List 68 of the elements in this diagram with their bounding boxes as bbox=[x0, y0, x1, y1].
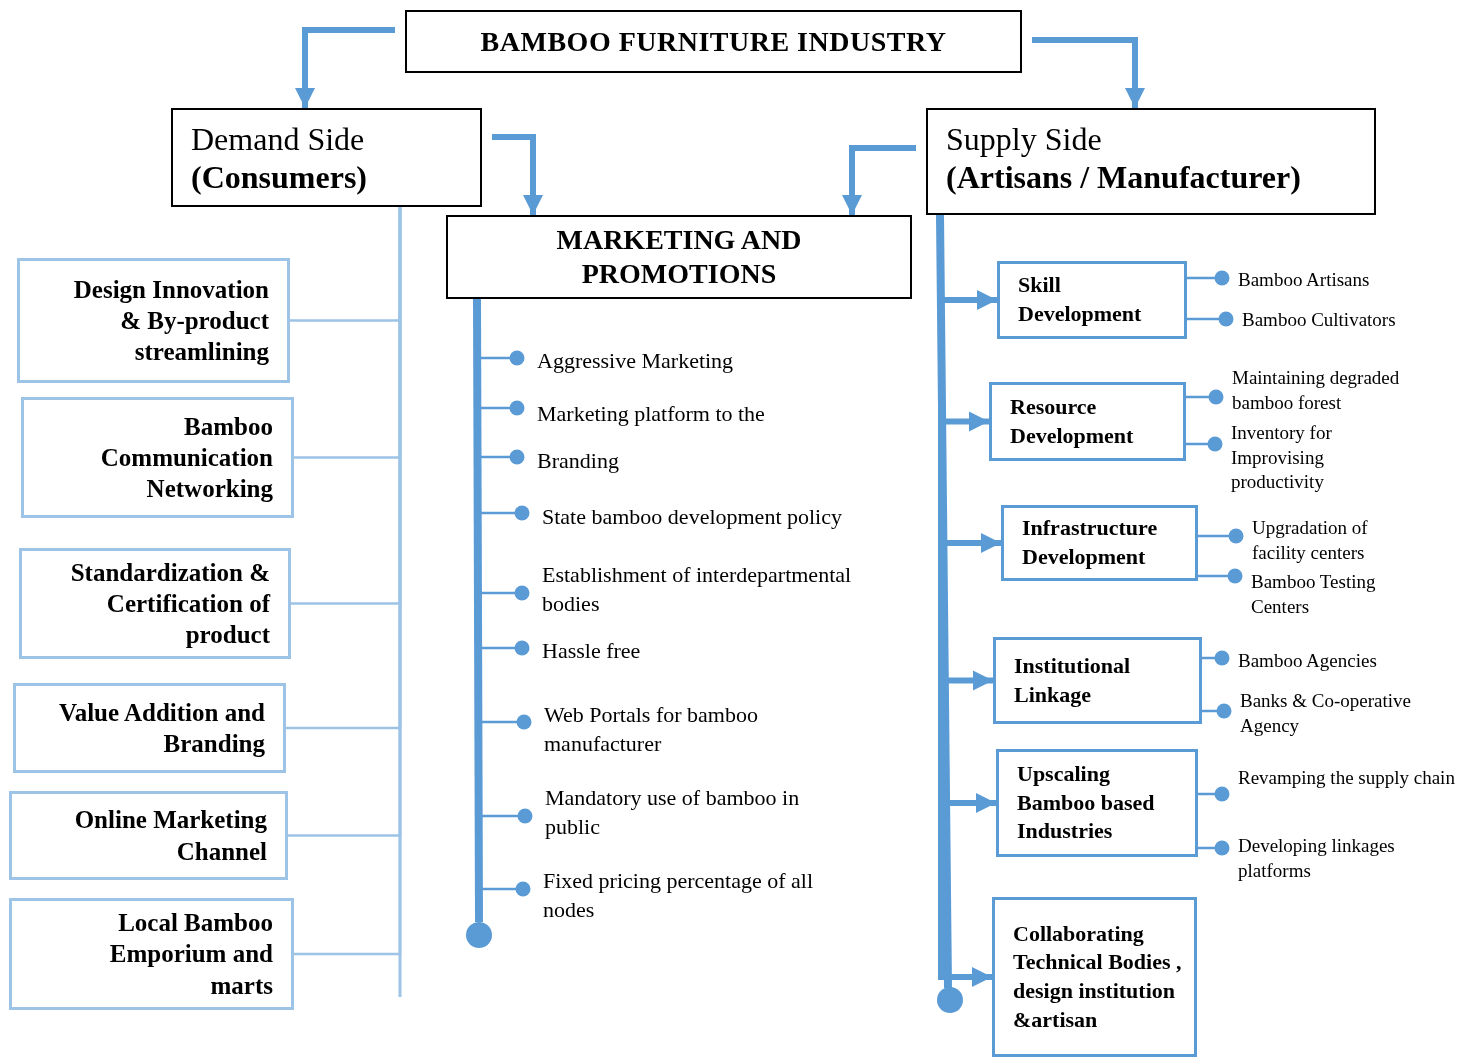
component-box bbox=[996, 749, 1198, 857]
component-box bbox=[989, 382, 1186, 461]
box-heading: Local Bamboo Emporium and marts bbox=[108, 908, 273, 1001]
box-heading: Standardization & Certification of product bbox=[69, 557, 270, 651]
bullet-text: Bamboo Cultivators bbox=[1242, 308, 1397, 332]
connector-line bbox=[1198, 568, 1243, 584]
bullet-text: Branding bbox=[537, 447, 620, 475]
title-box bbox=[405, 10, 1022, 73]
connector-line bbox=[1198, 528, 1244, 544]
bullet-text: Banks & Co-operative Agency bbox=[1240, 689, 1412, 738]
bullet-text: Marketing platform to the bbox=[537, 400, 766, 428]
bullet-text: Mandatory use of bamboo in public bbox=[545, 784, 801, 841]
factor-box bbox=[13, 683, 286, 773]
box-heading: Demand Side bbox=[191, 120, 366, 159]
arrow bbox=[295, 27, 395, 108]
bullet-text: Bamboo Testing Centers bbox=[1251, 570, 1377, 619]
box-heading: Supply Side bbox=[946, 120, 1103, 159]
bullet-text: State bamboo development policy bbox=[542, 503, 843, 531]
connector-line bbox=[1198, 840, 1230, 856]
box-subheading: (Artisans / Manufacturer) bbox=[946, 158, 1302, 197]
connector-line bbox=[1187, 311, 1234, 327]
factor-box bbox=[9, 791, 288, 880]
box-heading: Institutional Linkage bbox=[1014, 651, 1132, 709]
connector-line bbox=[1187, 270, 1230, 286]
bullet-text: Upgradation of facility centers bbox=[1252, 516, 1369, 565]
box-heading: Online Marketing Channel bbox=[73, 805, 267, 867]
bullet-text: Web Portals for bamboo manufacturer bbox=[544, 701, 759, 758]
box-heading: BAMBOO FURNITURE INDUSTRY bbox=[480, 25, 947, 58]
bullet-text: Aggressive Marketing bbox=[537, 347, 735, 375]
box-heading: Infrastructure Development bbox=[1022, 514, 1159, 571]
section-box bbox=[446, 215, 912, 299]
bullet-text: Bamboo Artisans bbox=[1238, 268, 1371, 292]
arrow bbox=[842, 145, 916, 215]
category-box bbox=[926, 108, 1376, 215]
bullet-text: Developing linkages platforms bbox=[1238, 834, 1396, 883]
connector-line bbox=[294, 207, 402, 956]
box-subheading: (Consumers) bbox=[191, 158, 368, 197]
bullet-text: Inventory for Improvising productivity bbox=[1231, 421, 1333, 495]
box-heading: Skill Development bbox=[1018, 271, 1143, 328]
connector-line bbox=[1202, 650, 1230, 666]
arrow bbox=[1032, 37, 1145, 108]
component-box bbox=[992, 897, 1197, 1057]
bullet-text: Bamboo Agencies bbox=[1238, 649, 1378, 673]
connector-line bbox=[1198, 786, 1230, 802]
component-box bbox=[1001, 505, 1198, 581]
box-heading: Value Addition and Branding bbox=[57, 697, 265, 759]
factor-box bbox=[9, 898, 294, 1010]
bullet-text: Maintaining degraded bamboo forest bbox=[1232, 366, 1401, 415]
component-box bbox=[997, 261, 1187, 339]
bullet-text: Fixed pricing percentage of all nodes bbox=[543, 867, 814, 924]
category-box bbox=[171, 108, 482, 207]
component-box bbox=[993, 637, 1202, 724]
factor-box bbox=[17, 258, 290, 383]
box-heading: Design Innovation & By-product streamlining bbox=[72, 274, 269, 368]
connector-line bbox=[1186, 389, 1224, 405]
box-heading: Upscaling Bamboo based Industries bbox=[1017, 760, 1156, 846]
box-heading: Resource Development bbox=[1010, 392, 1135, 450]
box-heading: MARKETING AND PROMOTIONS bbox=[555, 223, 803, 291]
connector-line bbox=[1202, 703, 1232, 719]
bullet-text: Establishment of interdepartmental bodies bbox=[542, 561, 853, 618]
factor-box bbox=[21, 397, 294, 518]
arrow bbox=[492, 134, 543, 215]
connector-line bbox=[1186, 436, 1223, 452]
box-heading: Bamboo Communication Networking bbox=[99, 411, 273, 505]
factor-box bbox=[19, 548, 291, 659]
bullet-text: Revamping the supply chain bbox=[1238, 766, 1456, 790]
box-heading: Collaborating Technical Bodies , design institution &artisan bbox=[1013, 919, 1182, 1034]
bullet-text: Hassle free bbox=[542, 637, 642, 665]
